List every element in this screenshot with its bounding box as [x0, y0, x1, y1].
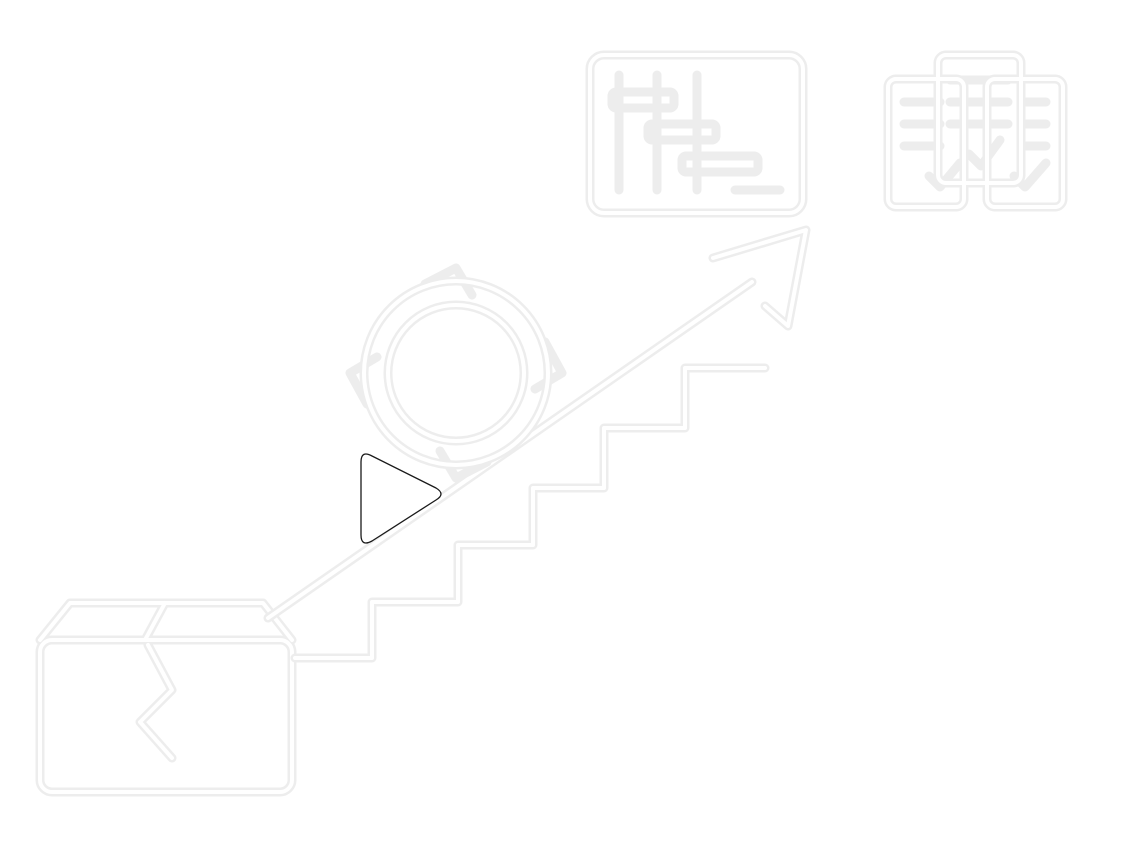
broken-box-icon [35, 598, 297, 797]
approved-documents-icon [883, 50, 1068, 212]
gantt-chart-icon [585, 50, 808, 218]
stairs-icon [290, 363, 770, 663]
play-icon[interactable] [360, 453, 442, 544]
cycle-arrows-icon [345, 263, 567, 483]
play-button[interactable] [360, 453, 442, 544]
